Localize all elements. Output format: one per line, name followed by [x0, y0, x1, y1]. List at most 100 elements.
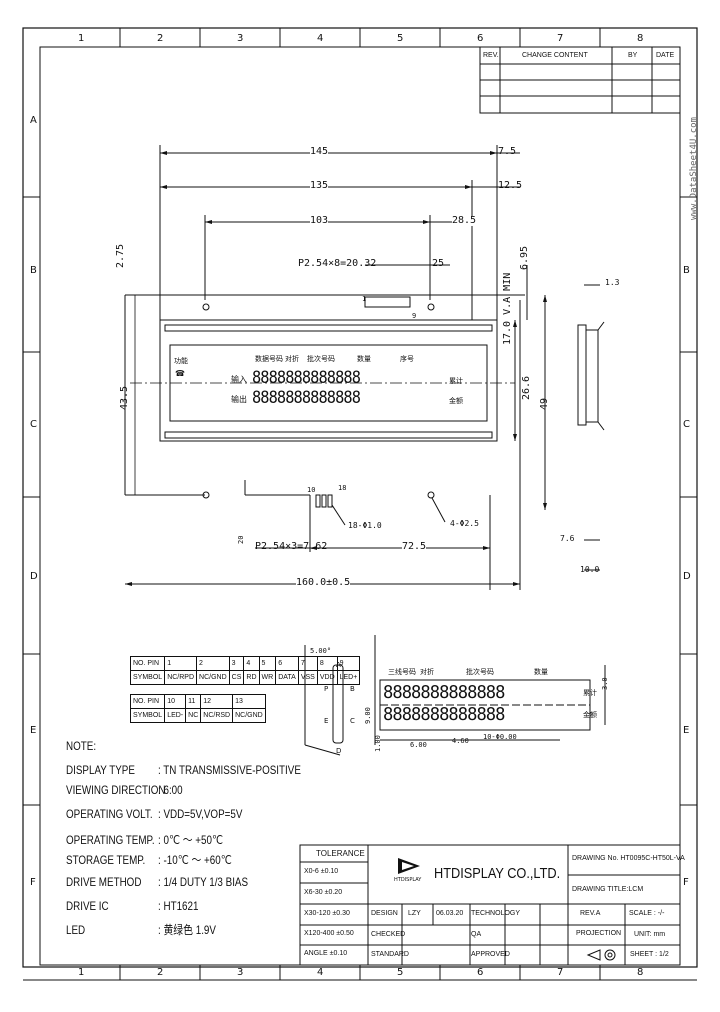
segment-letter: P	[324, 685, 329, 693]
dim-mounting-holes: 4-Φ2.5	[450, 519, 479, 528]
lcd-digits-row-1: 8888888888888	[252, 368, 361, 388]
dim-6-95: 6.95	[519, 245, 530, 270]
scale-value: SCALE : -/-	[629, 910, 665, 917]
lcd-label: 数量	[357, 355, 371, 363]
col-label: 6	[477, 33, 484, 44]
col-label: 2	[157, 33, 164, 44]
tolerance-title: TOLERANCE	[316, 849, 365, 858]
table-cell: 7	[297, 656, 318, 671]
pin-table-2: NO. PIN 10 11 12 13 SYMBOL LED- NC NC/RS…	[129, 694, 266, 723]
pin-9-label: 9	[412, 312, 417, 320]
dim-2-75: 2.75	[115, 243, 126, 268]
lcd-label: 批次号码	[307, 355, 335, 363]
tolerance-row: X30-120 ±0.30	[304, 910, 350, 917]
table-cell: VDD	[316, 670, 338, 685]
table-cell: NC/GND	[196, 670, 230, 685]
table-cell: VSS	[297, 670, 318, 685]
watermark-text: www.DataSheet4U.com	[689, 117, 699, 220]
note-label: VIEWING DIRECTION	[66, 783, 166, 797]
col-label: 2	[157, 967, 164, 978]
detail-amount-label: 金额	[583, 711, 597, 719]
table-cell: 1	[164, 656, 198, 671]
note-value: : -10℃ ～ +60℃	[158, 853, 232, 867]
pin-1-label: 1	[362, 295, 367, 303]
table-cell: WR	[258, 670, 277, 685]
sheet-value: SHEET : 1/2	[630, 951, 669, 958]
detail-label: 三线号码	[388, 668, 416, 676]
dim-28-5: 28.5	[452, 215, 477, 226]
dim-1-3: 1.3	[605, 278, 620, 287]
detail-dim-1: 1.00	[374, 735, 382, 752]
note-value: : 黄绿色 1.9V	[158, 923, 216, 937]
company-logo	[398, 858, 420, 874]
table-cell: NC/RSD	[200, 708, 234, 723]
note-value: : TN TRANSMISSIVE-POSITIVE	[158, 763, 301, 777]
row-label: E	[30, 725, 37, 736]
tolerance-row: X120-400 ±0.50	[304, 930, 354, 937]
detail-label: 批次号码	[466, 668, 494, 676]
note-label: DRIVE METHOD	[66, 875, 142, 889]
col-label: 5	[397, 33, 404, 44]
table-cell: 10	[164, 694, 187, 709]
design-label: DESIGN	[371, 910, 398, 917]
row-label: C	[683, 419, 690, 430]
dim-7-5: 7.5	[498, 146, 517, 157]
table-cell: 11	[185, 694, 202, 709]
tolerance-row: X6-30 ±0.20	[304, 889, 343, 896]
note-label: STORAGE TEMP.	[66, 853, 146, 867]
dim-20: 20	[237, 535, 245, 544]
dim-10: 10.0	[580, 565, 600, 574]
table-row: SYMBOL LED- NC NC/RSD NC/GND	[129, 708, 266, 723]
phone-icon: ☎	[175, 369, 185, 378]
dim-7-6: 7.6	[560, 534, 575, 543]
dim-103: 103	[310, 215, 329, 226]
dim-holes: 18-Φ1.0	[348, 521, 382, 530]
unit-value: UNIT: mm	[634, 931, 666, 938]
dim-135: 135	[310, 180, 329, 191]
row-label: B	[30, 265, 37, 276]
notes-title: NOTE:	[66, 739, 97, 753]
table-cell: 3	[228, 656, 245, 671]
col-label: 4	[317, 967, 324, 978]
projection-symbol-icon	[586, 949, 616, 961]
note-value: : 0℃ ～ +50℃	[158, 833, 224, 847]
table-cell: RD	[243, 670, 260, 685]
technology-label: TECHNOLOGY	[471, 910, 521, 917]
table-cell: 5	[258, 656, 277, 671]
row-label: C	[30, 419, 37, 430]
detail-digits-1: 8888888888888	[383, 682, 505, 703]
table-cell: NC	[185, 708, 202, 723]
note-value: : VDD=5V,VOP=5V	[158, 807, 243, 821]
lcd-out-label: 输出	[231, 395, 247, 404]
table-cell: NO. PIN	[129, 694, 166, 709]
pin-table-1: NO. PIN 1 2 3 4 5 6 7 8 9 SYMBOL NC/RPD …	[129, 656, 361, 685]
dim-160: 160.0±0.5	[296, 577, 351, 588]
date-header: DATE	[656, 52, 675, 59]
col-label: 8	[637, 967, 644, 978]
detail-label: 对折	[420, 668, 434, 676]
row-label: D	[683, 571, 691, 582]
tolerance-row: X0-6 ±0.10	[304, 868, 339, 875]
note-label: OPERATING TEMP.	[66, 833, 155, 847]
drawing-number: DRAWING No. HT0095C-HT50L-VA	[572, 855, 685, 862]
note-label: OPERATING VOLT.	[66, 807, 153, 821]
dim-pitch-8: P2.54×8=20.32	[298, 258, 377, 269]
detail-dim-4-6: 4.60	[452, 737, 469, 745]
row-label: F	[30, 877, 36, 888]
col-label: 1	[78, 967, 85, 978]
segment-letter: B	[350, 685, 355, 693]
projection-label: PROJECTION	[576, 930, 622, 937]
detail-angle: 5.00°	[310, 647, 332, 655]
company-name: HTDISPLAY CO.,LTD.	[434, 865, 561, 882]
tolerance-row: ANGLE ±0.10	[304, 950, 348, 957]
lcd-digits-row-2: 8888888888888	[252, 388, 361, 408]
segment-letter: D	[336, 747, 342, 755]
note-value: : 1/4 DUTY 1/3 BIAS	[158, 875, 249, 889]
rev-header: REV.	[483, 52, 499, 59]
dim-145: 145	[310, 146, 329, 157]
detail-label: 数量	[534, 668, 548, 676]
dim-25: 25	[432, 258, 445, 269]
table-cell: 9	[336, 656, 361, 671]
pin-18-label: 18	[338, 484, 347, 492]
note-label: DRIVE IC	[66, 899, 109, 913]
